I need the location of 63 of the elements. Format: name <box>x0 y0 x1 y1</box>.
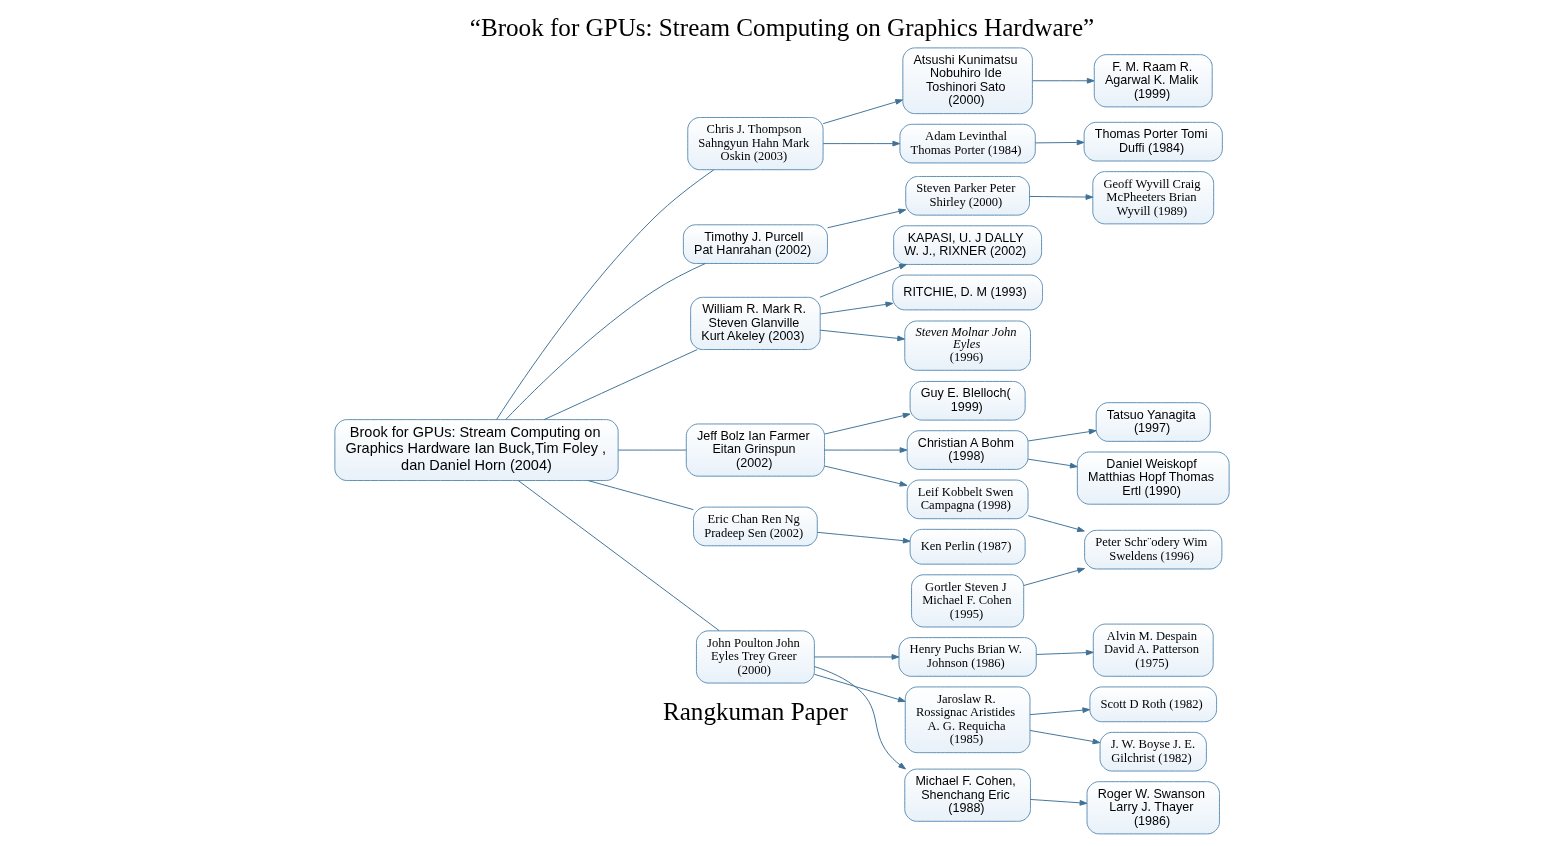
arrow <box>1031 77 1095 84</box>
node-box: Eric Chan Ren Ng Pradeep Sen (2002) <box>692 506 818 547</box>
arrow <box>822 99 903 125</box>
arrow <box>1035 649 1094 656</box>
node-box: Roger W. Swanson Larry J. Thayer (1986) <box>1086 781 1220 835</box>
arrow <box>816 531 911 544</box>
connector <box>495 169 714 420</box>
arrow <box>813 654 899 660</box>
connector <box>504 263 706 420</box>
node-box: Jaroslaw R. Rossignac Aristides A. G. Requicha (1985) <box>904 686 1030 754</box>
arrow <box>823 412 910 435</box>
node-box: John Poulton John Eyles Trey Greer (2000) <box>695 630 815 684</box>
arrow <box>1027 428 1097 442</box>
node-box: Henry Puchs Brian W. Johnson (1986) <box>898 637 1037 677</box>
arrow <box>823 447 907 453</box>
node-box: Atsushi Kunimatsu Nobuhiro Ide Toshinori Sato (2000) <box>901 47 1033 115</box>
node-box: Adam Levinthal Thomas Porter (1984) <box>898 123 1036 164</box>
node-box: J. W. Boyse J. E. Gilchrist (1982) <box>1099 731 1207 772</box>
node-box: Alvin M. Despain David A. Patterson (1975) <box>1092 623 1214 677</box>
node-box: KAPASI, U. J DALLY W. J., RIXNER (2002) <box>892 225 1042 265</box>
arrow <box>813 666 906 770</box>
diagram-title: “Brook for GPUs: Stream Computing on Graphics Hardware” <box>469 14 1094 42</box>
node-box: Gortler Steven J Michael F. Cohen (1995) <box>910 574 1024 628</box>
arrow <box>823 465 907 487</box>
node-box: Brook for GPUs: Stream Computing on Graphics Hardware Ian Buck,Tim Foley , dan Daniel Horn (2004) <box>333 419 619 481</box>
node-box: Michael F. Cohen, Shenchang Eric (1988) <box>903 768 1031 822</box>
node-box: Jeff Bolz Ian Farmer Eitan Grinspun (2002) <box>685 423 825 477</box>
node-box: Leif Kobbelt Swen Campagna (1998) <box>906 479 1029 520</box>
caption: Rangkuman Paper <box>662 698 848 726</box>
node-box: Steven Molnar John Eyles (1996) <box>903 320 1031 371</box>
node-box: Geoff Wyvill Craig McPheeters Brian Wyvill (1989) <box>1091 171 1214 225</box>
node-box: Timothy J. Purcell Pat Hanrahan (2002) <box>682 224 828 264</box>
arrow <box>819 301 893 315</box>
arrow <box>1029 798 1087 806</box>
arrow <box>813 673 906 703</box>
node-box: Chris J. Thompson Sahngyun Hahn Mark Oskin (2003) <box>686 117 824 171</box>
node-box: Thomas Porter Tomi Duffi (1984) <box>1083 121 1223 162</box>
node-box: Ken Perlin (1987) <box>909 528 1026 565</box>
arrow <box>1027 515 1085 533</box>
arrow <box>1022 567 1085 586</box>
arrow <box>1027 458 1078 469</box>
arrow <box>1028 194 1093 200</box>
node-box: RITCHIE, D. M (1993) <box>891 274 1043 311</box>
node-box: Tatsuo Yanagita (1997) <box>1095 402 1211 442</box>
arrow <box>1034 139 1084 146</box>
connector <box>543 349 698 421</box>
connector <box>587 480 694 511</box>
connector <box>517 480 720 632</box>
node-box: Daniel Weiskopf Matthias Hopf Thomas Ertl (1990) <box>1076 451 1230 505</box>
node-box: Scott D Roth (1982) <box>1088 686 1217 723</box>
arrow <box>822 140 900 147</box>
node-box: Christian A Bohm (1998) <box>906 430 1029 470</box>
node-box: Peter Schr¨odery Wim Sweldens (1996) <box>1083 529 1222 570</box>
node-box: Guy E. Blelloch( 1999) <box>909 380 1026 421</box>
connector <box>617 449 686 451</box>
node-box: William R. Mark R. Steven Glanville Kurt Akeley (2003) <box>689 296 821 350</box>
node-box: F. M. Raam R. Agarwal K. Malik (1999) <box>1093 54 1213 108</box>
arrow <box>1029 707 1090 716</box>
arrow <box>826 208 906 229</box>
node-box: Steven Parker Peter Shirley (2000) <box>904 176 1030 216</box>
arrow <box>819 329 905 342</box>
arrow <box>1029 729 1100 745</box>
arrow <box>818 263 907 298</box>
